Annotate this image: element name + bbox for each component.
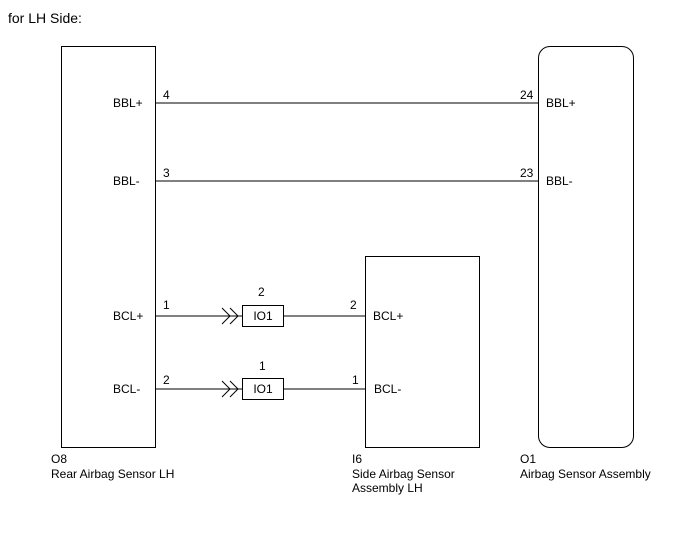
rear-sensor-pin-2: 2 xyxy=(163,373,170,387)
side-sensor-label-bcl-plus: BCL+ xyxy=(373,309,404,323)
side-airbag-sensor-box xyxy=(365,256,480,448)
rear-sensor-pin-4: 4 xyxy=(163,88,170,102)
connector-io1-lower: IO1 xyxy=(242,378,284,400)
side-sensor-pin-1: 1 xyxy=(352,373,359,387)
assembly-name: Airbag Sensor Assembly xyxy=(520,467,651,481)
side-sensor-name: Side Airbag Sensor Assembly LH xyxy=(352,467,455,495)
assembly-pin-23: 23 xyxy=(520,166,534,180)
diagram-caption: for LH Side: xyxy=(8,10,82,26)
rear-sensor-pin-3: 3 xyxy=(163,166,170,180)
assembly-code: O1 xyxy=(520,452,537,466)
airbag-sensor-assembly-box xyxy=(538,46,634,448)
rear-sensor-pin-1: 1 xyxy=(163,298,170,312)
rear-sensor-label-bcl-minus: BCL- xyxy=(113,382,141,396)
rear-sensor-label-bbl-plus: BBL+ xyxy=(113,96,143,110)
rear-sensor-code: O8 xyxy=(51,452,68,466)
connector-pin-1: 1 xyxy=(259,359,266,373)
rear-airbag-sensor-box xyxy=(61,46,156,448)
assembly-label-bbl-minus: BBL- xyxy=(546,174,573,188)
side-sensor-code: I6 xyxy=(352,452,363,466)
rear-sensor-label-bcl-plus: BCL+ xyxy=(113,309,144,323)
connector-io1-upper: IO1 xyxy=(242,305,284,327)
rear-sensor-name: Rear Airbag Sensor LH xyxy=(51,467,175,481)
connector-pin-2: 2 xyxy=(258,285,265,299)
rear-sensor-label-bbl-minus: BBL- xyxy=(113,174,140,188)
assembly-pin-24: 24 xyxy=(520,88,534,102)
side-sensor-label-bcl-minus: BCL- xyxy=(374,382,402,396)
assembly-label-bbl-plus: BBL+ xyxy=(546,96,576,110)
side-sensor-pin-2: 2 xyxy=(350,298,357,312)
